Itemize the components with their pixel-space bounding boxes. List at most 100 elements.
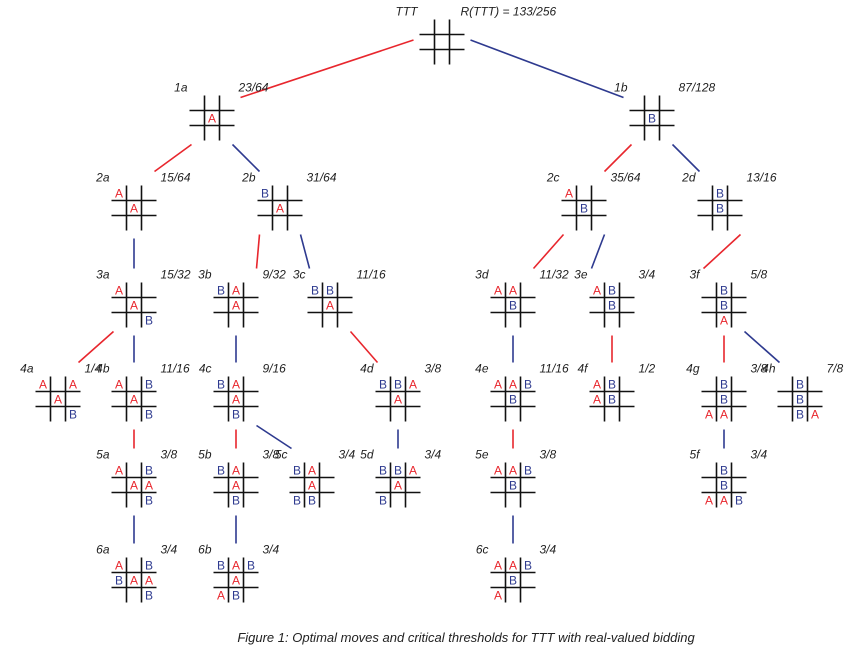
node-threshold: 9/16 bbox=[263, 362, 287, 376]
cell-mark-b: B bbox=[796, 408, 804, 422]
node-name: 3b bbox=[198, 268, 212, 282]
board-grid bbox=[589, 376, 635, 422]
cell-mark-b: B bbox=[232, 408, 240, 422]
edge-1a-2a bbox=[154, 143, 192, 173]
node-threshold: 5/8 bbox=[751, 268, 768, 282]
board-grid bbox=[777, 376, 823, 422]
cell-mark-b: B bbox=[735, 494, 743, 508]
board-grid bbox=[375, 462, 421, 508]
cell-mark-b: B bbox=[379, 494, 387, 508]
node-name: 5c bbox=[275, 448, 288, 462]
node-threshold: 23/64 bbox=[238, 81, 269, 95]
node-threshold: 3/4 bbox=[425, 448, 442, 462]
edge-4c-5c bbox=[256, 424, 292, 450]
cell-mark-a: A bbox=[720, 494, 728, 508]
cell-mark-a: A bbox=[115, 187, 123, 201]
node-threshold: 7/8 bbox=[827, 362, 844, 376]
edge-TTT-1a bbox=[240, 39, 414, 99]
edge-2b-3b bbox=[255, 234, 261, 269]
cell-mark-b: B bbox=[509, 574, 517, 588]
cell-mark-a: A bbox=[409, 464, 417, 478]
node-threshold: 11/32 bbox=[540, 268, 569, 282]
node-name: 4f bbox=[577, 362, 589, 376]
cell-mark-a: A bbox=[145, 479, 153, 493]
board-grid bbox=[490, 462, 536, 508]
edge-2d-3f bbox=[702, 233, 742, 270]
figure-caption: Figure 1: Optimal moves and critical thr… bbox=[237, 630, 695, 645]
board-grid bbox=[561, 185, 607, 231]
cell-mark-a: A bbox=[232, 464, 240, 478]
cell-mark-b: B bbox=[720, 464, 728, 478]
node-threshold: 3/8 bbox=[425, 362, 442, 376]
node-name: 5b bbox=[198, 448, 212, 462]
cell-mark-a: A bbox=[232, 378, 240, 392]
node-threshold: 11/16 bbox=[540, 362, 569, 376]
cell-mark-a: A bbox=[217, 589, 225, 603]
cell-mark-a: A bbox=[232, 479, 240, 493]
cell-mark-a: A bbox=[232, 284, 240, 298]
cell-mark-a: A bbox=[232, 299, 240, 313]
node-threshold: 3/4 bbox=[339, 448, 356, 462]
board-grid bbox=[701, 282, 747, 328]
cell-mark-a: A bbox=[308, 479, 316, 493]
cell-mark-a: A bbox=[593, 284, 601, 298]
board-grid bbox=[307, 282, 353, 328]
cell-mark-a: A bbox=[811, 408, 819, 422]
cell-mark-b: B bbox=[796, 393, 804, 407]
node-threshold: 11/16 bbox=[161, 362, 190, 376]
node-threshold: 1/4 bbox=[85, 362, 102, 376]
board-grid bbox=[629, 95, 675, 141]
edge-3a-4a bbox=[77, 330, 115, 364]
cell-mark-b: B bbox=[379, 378, 387, 392]
board-grid bbox=[419, 19, 465, 65]
cell-mark-b: B bbox=[394, 378, 402, 392]
node-name: 4h bbox=[762, 362, 776, 376]
cell-mark-a: A bbox=[276, 202, 284, 216]
board-grid bbox=[490, 376, 536, 422]
node-threshold: 87/128 bbox=[679, 81, 716, 95]
node-name: 5a bbox=[96, 448, 110, 462]
cell-mark-a: A bbox=[593, 378, 601, 392]
node-threshold: 3/8 bbox=[161, 448, 178, 462]
node-threshold: 3/4 bbox=[161, 543, 178, 557]
cell-mark-b: B bbox=[524, 559, 532, 573]
cell-mark-a: A bbox=[565, 187, 573, 201]
node-threshold: 11/16 bbox=[357, 268, 386, 282]
board-grid bbox=[589, 282, 635, 328]
edge-3c-4d bbox=[349, 330, 379, 364]
cell-mark-a: A bbox=[130, 299, 138, 313]
node-threshold: R(TTT) = 133/256 bbox=[461, 5, 557, 19]
cell-mark-b: B bbox=[509, 299, 517, 313]
node-name: 2a bbox=[95, 171, 110, 185]
cell-mark-a: A bbox=[494, 589, 502, 603]
node-threshold: 31/64 bbox=[307, 171, 337, 185]
node-threshold: 15/32 bbox=[161, 268, 191, 282]
edge-2b-3c bbox=[299, 234, 311, 269]
cell-mark-b: B bbox=[524, 464, 532, 478]
board-grid bbox=[111, 557, 157, 603]
cell-mark-a: A bbox=[509, 378, 517, 392]
cell-mark-a: A bbox=[115, 559, 123, 573]
cell-mark-a: A bbox=[326, 299, 334, 313]
node-threshold: 3/8 bbox=[540, 448, 557, 462]
board-grid bbox=[111, 185, 157, 231]
cell-mark-b: B bbox=[608, 299, 616, 313]
board-grid bbox=[111, 462, 157, 508]
node-threshold: 3/4 bbox=[263, 543, 280, 557]
